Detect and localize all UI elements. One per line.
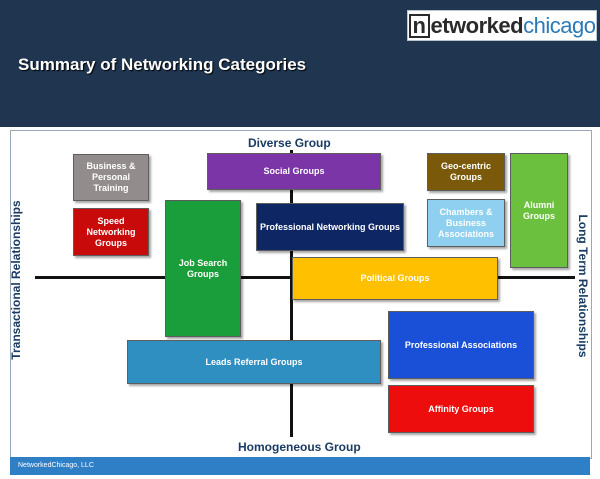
footer-bar: NetworkedChicago, LLC: [10, 457, 590, 475]
box-business-personal-training: Business & Personal Training: [73, 154, 149, 201]
box-job-search: Job Search Groups: [165, 200, 241, 337]
box-geo-centric: Geo-centric Groups: [427, 153, 505, 191]
box-alumni: Alumni Groups: [510, 153, 568, 268]
slide-title: Summary of Networking Categories: [18, 55, 307, 74]
logo-chicago: chicago: [523, 12, 596, 38]
box-speed-networking: Speed Networking Groups: [73, 208, 149, 256]
axis-label-right: Long Term Relationships: [576, 214, 590, 358]
box-professional-networking: Professional Networking Groups: [256, 203, 404, 251]
box-social-groups: Social Groups: [207, 153, 381, 190]
axis-label-bottom: Homogeneous Group: [238, 440, 361, 454]
box-professional-associations: Professional Associations: [388, 311, 534, 379]
logo-n-mark: n: [408, 13, 430, 38]
box-political-groups: Political Groups: [292, 257, 498, 300]
header-divider: [0, 127, 600, 129]
box-chambers-business-associations: Chambers & Business Associations: [427, 199, 505, 247]
box-affinity-groups: Affinity Groups: [388, 385, 534, 433]
axis-label-left: Transactional Relationships: [9, 200, 23, 360]
vertical-axis: [290, 150, 293, 437]
logo-networked: etworked: [430, 12, 524, 38]
box-leads-referral: Leads Referral Groups: [127, 340, 381, 384]
axis-label-top: Diverse Group: [248, 136, 331, 150]
